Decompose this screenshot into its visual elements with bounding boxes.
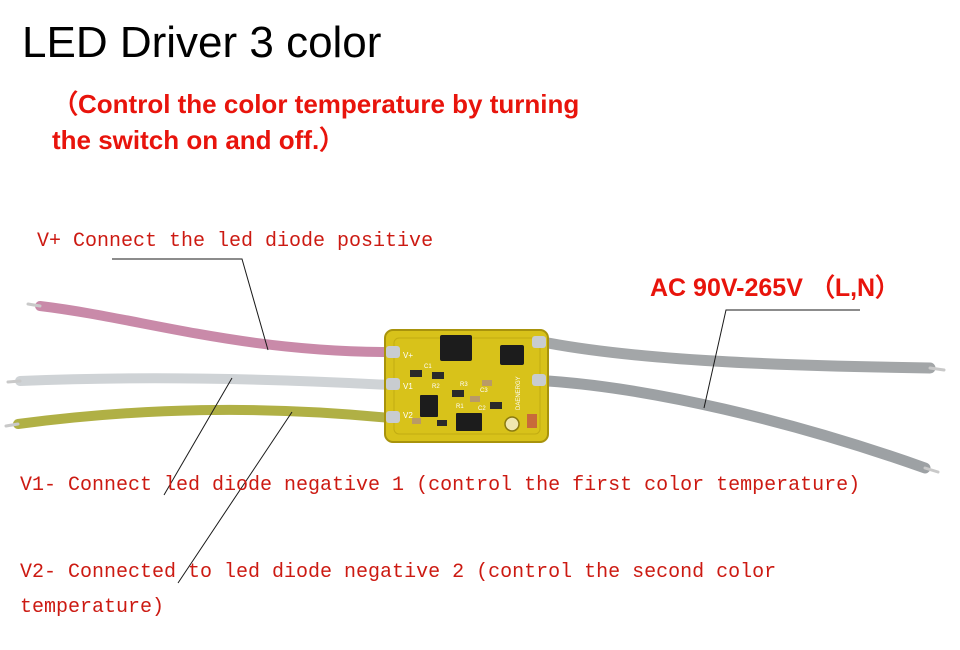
vplus-wire	[35, 301, 395, 357]
ac-input-label: AC 90V-265V （L,N）	[650, 274, 901, 302]
vplus-pad	[386, 346, 400, 358]
pcb-label-vplus: V+	[403, 351, 413, 360]
ac-l-wire-tip	[928, 366, 946, 372]
ac-n-wire	[542, 375, 931, 474]
v1-pad	[386, 378, 400, 390]
v1-label: V1- Connect led diode negative 1 (contro…	[20, 474, 861, 497]
ac-l-pad	[532, 336, 546, 348]
mounting-hole	[504, 416, 520, 432]
resistor-3	[452, 390, 464, 397]
pcb-label-r3: R3	[460, 382, 468, 388]
vplus-label: V+ Connect the led diode positive	[37, 230, 434, 253]
resistor-2	[432, 372, 444, 379]
pcb-label-v1: V1	[403, 382, 413, 391]
subtitle-line-2: the switch on and off.）	[52, 125, 346, 155]
pcb-label-c1: C1	[424, 364, 432, 370]
fuse	[527, 414, 537, 428]
ac-pointer-line	[703, 309, 860, 409]
transistor-1	[420, 395, 438, 417]
v2-pointer-line	[177, 411, 293, 584]
ic-chip-2	[500, 345, 524, 365]
resistor-4	[437, 420, 447, 426]
v1-pointer-line	[163, 377, 233, 496]
ac-n-pad	[532, 374, 546, 386]
pcb-label-c2: C2	[478, 406, 486, 412]
ac-l-wire	[542, 337, 936, 374]
vplus-wire-tip	[26, 302, 42, 308]
pcb-brand-text: DAENERGY	[516, 376, 522, 410]
capacitor-2	[482, 380, 492, 386]
v2-pad	[386, 411, 400, 423]
v2-label: V2- Connected to led diode negative 2 (c…	[20, 561, 777, 619]
capacitor-3	[412, 418, 421, 424]
pcb-label-c3: C3	[480, 388, 488, 394]
pcb-label-r2: R2	[432, 384, 440, 390]
ac-n-wire-tip	[923, 466, 940, 474]
pcb-label-v2: V2	[403, 411, 413, 420]
capacitor-1	[470, 396, 480, 402]
vplus-pointer-line	[112, 258, 269, 351]
v1-wire	[15, 373, 395, 390]
v1-wire-tip	[6, 379, 22, 384]
transistor-2	[456, 413, 482, 431]
v2-wire	[13, 404, 395, 429]
subtitle-line-1: （Control the color temperature by turnin…	[52, 89, 580, 119]
pcb-label-r1: R1	[456, 404, 464, 410]
page-title: LED Driver 3 color	[22, 18, 382, 67]
subtitle: （Control the color temperature by turnin…	[52, 86, 692, 158]
resistor-5	[490, 402, 502, 409]
pcb-board: V+ V1 V2 C1 C2 C3 R1 R2 R3 DAENERGY	[384, 329, 549, 443]
resistor-1	[410, 370, 422, 377]
v2-wire-tip	[4, 422, 20, 428]
ic-chip-1	[440, 335, 472, 361]
